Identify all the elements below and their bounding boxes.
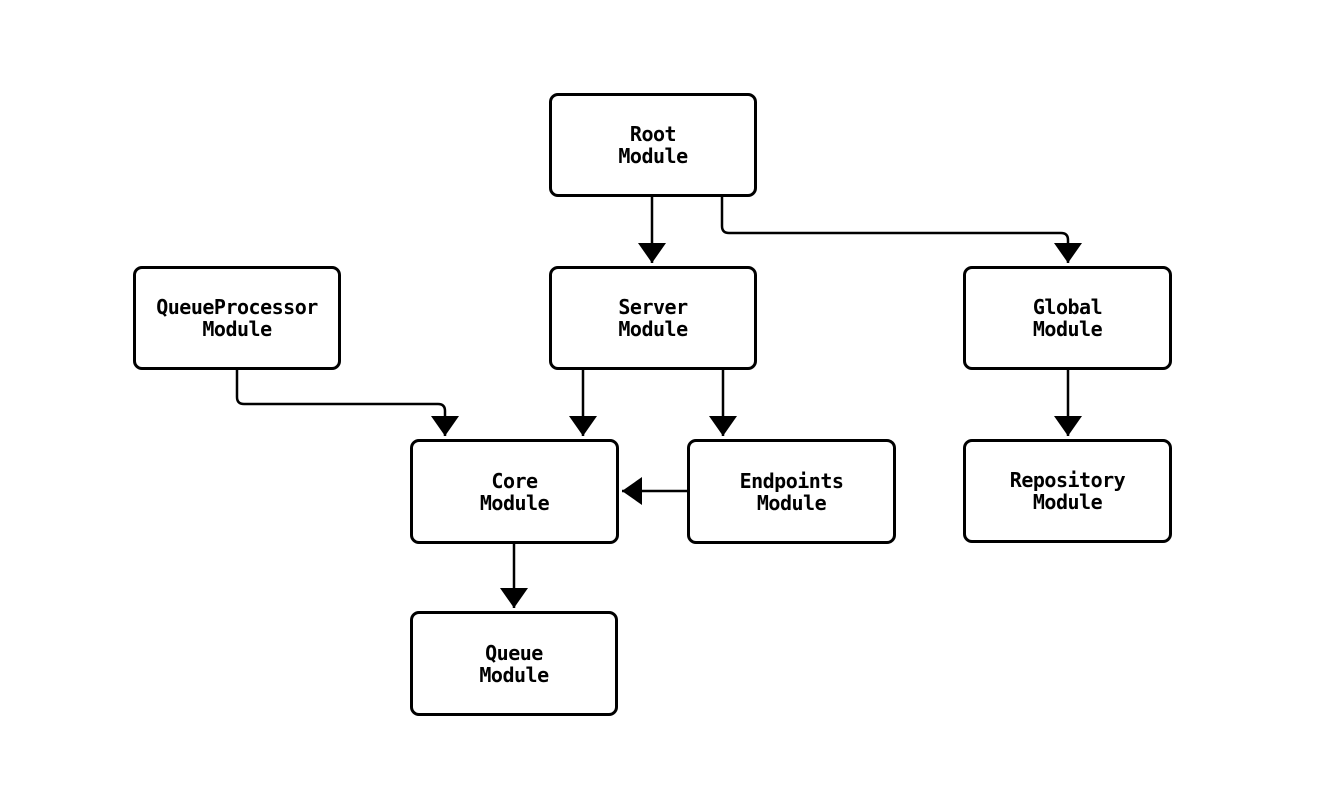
node-label-line: Core bbox=[491, 468, 538, 493]
edge-root-to-global bbox=[720, 197, 1082, 263]
node-label-line: Module bbox=[618, 317, 688, 341]
node-label-line: Module bbox=[1032, 317, 1103, 341]
node-label-line: Global bbox=[1032, 295, 1103, 319]
node-endpoints-module: Endpoints Module bbox=[687, 439, 896, 544]
node-repository-module: Repository Module bbox=[963, 439, 1172, 543]
node-root-module: Root Module bbox=[549, 93, 757, 197]
node-label-line: Module bbox=[618, 144, 688, 168]
node-label-line: Module bbox=[1032, 490, 1103, 514]
node-label-line: Endpoints bbox=[739, 468, 844, 493]
node-label-line: QueueProcessor bbox=[156, 295, 318, 319]
node-queue-module: Queue Module bbox=[410, 611, 618, 716]
node-label-line: Module bbox=[479, 490, 550, 515]
node-label-line: Queue bbox=[485, 640, 543, 665]
node-global-module: Global Module bbox=[963, 266, 1172, 370]
node-server-module: Server Module bbox=[549, 266, 757, 370]
node-label-line: Module bbox=[202, 317, 272, 341]
node-core-module: Core Module bbox=[410, 439, 619, 544]
node-label-line: Server bbox=[618, 295, 688, 319]
node-label-line: Module bbox=[479, 662, 549, 687]
node-label-line: Repository bbox=[1009, 468, 1126, 492]
node-label-line: Module bbox=[756, 490, 827, 515]
edge-queueprocessor-to-core bbox=[235, 370, 459, 436]
node-queueprocessor-module: QueueProcessor Module bbox=[133, 266, 341, 370]
node-label-line: Root bbox=[629, 122, 677, 146]
